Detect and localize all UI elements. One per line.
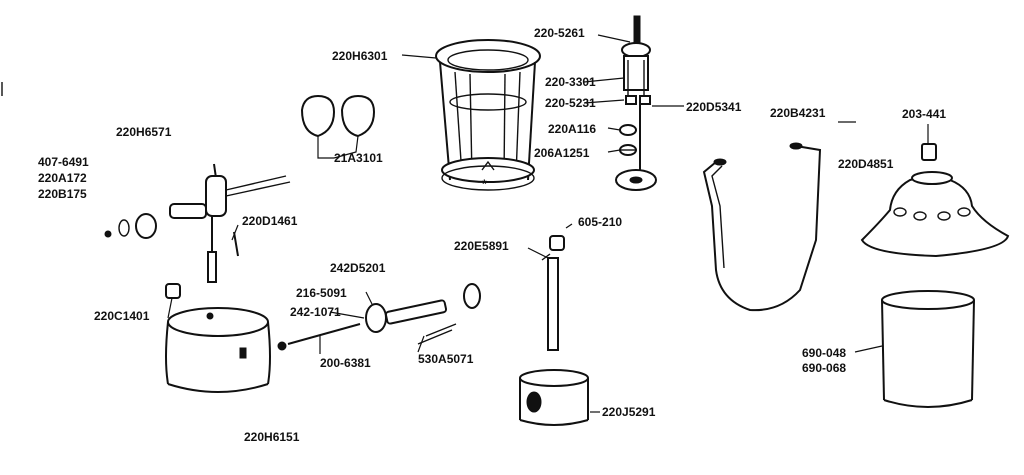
label-200-6381: 200-6381 xyxy=(320,356,371,370)
label-220A116: 220A116 xyxy=(548,122,596,136)
label-220-5231: 220-5231 xyxy=(545,96,596,110)
label-220H6571: 220H6571 xyxy=(116,125,172,139)
nut-part xyxy=(921,143,937,161)
label-220D1461: 220D1461 xyxy=(242,214,298,228)
generator-assembly-part xyxy=(615,15,657,191)
label-690-048: 690-048 xyxy=(802,346,846,360)
mantles-part xyxy=(300,94,376,159)
label-220H6301: 220H6301 xyxy=(332,49,388,63)
label-220D4851: 220D4851 xyxy=(838,157,894,171)
label-203-441: 203-441 xyxy=(902,107,946,121)
label-407-6491: 407-6491 xyxy=(38,155,89,169)
bail-part xyxy=(702,142,822,312)
label-21A3101: 21A3101 xyxy=(334,151,383,165)
pump-assembly-part xyxy=(277,283,481,351)
label-242-1071: 242-1071 xyxy=(290,305,341,319)
label-530A5071: 530A5071 xyxy=(418,352,474,366)
label-220-5261: 220-5261 xyxy=(534,26,585,40)
label-220D5341: 220D5341 xyxy=(686,100,742,114)
label-206A1251: 206A1251 xyxy=(534,146,590,160)
label-690-068: 690-068 xyxy=(802,361,846,375)
label-605-210: 605-210 xyxy=(578,215,622,229)
leader-lines xyxy=(167,34,929,413)
label-220H6151: 220H6151 xyxy=(244,430,300,444)
tube-part xyxy=(541,235,565,351)
globe-part xyxy=(881,290,975,408)
label-220-3301: 220-3301 xyxy=(545,75,596,89)
label-220C1401: 220C1401 xyxy=(94,309,150,323)
frame-part: * xyxy=(435,39,541,191)
svg-text:*: * xyxy=(482,177,487,191)
base-part xyxy=(519,369,589,426)
label-216-5091: 216-5091 xyxy=(296,286,347,300)
valve-assembly-part xyxy=(104,163,291,283)
label-220B4231: 220B4231 xyxy=(770,106,826,120)
hood-part xyxy=(860,171,1010,258)
label-220J5291: 220J5291 xyxy=(602,405,656,419)
fount-part xyxy=(165,283,271,393)
label-220E5891: 220E5891 xyxy=(454,239,509,253)
label-220B175: 220B175 xyxy=(38,187,87,201)
label-220A172: 220A172 xyxy=(38,171,87,185)
label-242D5201: 242D5201 xyxy=(330,261,386,275)
